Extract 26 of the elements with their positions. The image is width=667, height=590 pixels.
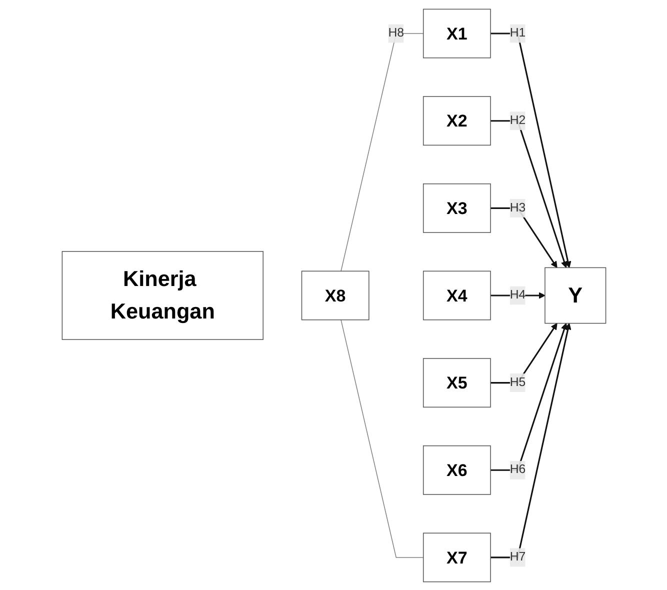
- arrow: [490, 322, 571, 558]
- edge-label: H2: [509, 113, 526, 127]
- node-box: Y: [544, 266, 606, 324]
- arrow: [490, 120, 568, 268]
- edge-label: H8: [388, 26, 404, 40]
- node-box: X1: [422, 8, 490, 58]
- arrow: [490, 322, 557, 384]
- node-box: X4: [422, 270, 490, 320]
- connector: [340, 318, 424, 558]
- node-box: X5: [422, 358, 490, 408]
- edge-label: H7: [509, 550, 526, 564]
- edge-label: H5: [509, 375, 526, 388]
- edge-label: H3: [509, 200, 526, 214]
- arrow: [490, 322, 568, 470]
- connector: [340, 32, 424, 272]
- node-box: X6: [422, 444, 490, 494]
- node-box: X3: [422, 182, 490, 232]
- edge-label: H6: [509, 462, 526, 476]
- node-box: Kinerja Keuangan: [61, 250, 264, 340]
- node-box: X2: [422, 96, 490, 146]
- edge-label: H1: [509, 26, 526, 40]
- arrow: [490, 206, 557, 268]
- arrow: [490, 32, 571, 268]
- node-box: X7: [422, 532, 490, 582]
- node-box: X8: [300, 270, 369, 320]
- edge-label: H4: [509, 288, 526, 302]
